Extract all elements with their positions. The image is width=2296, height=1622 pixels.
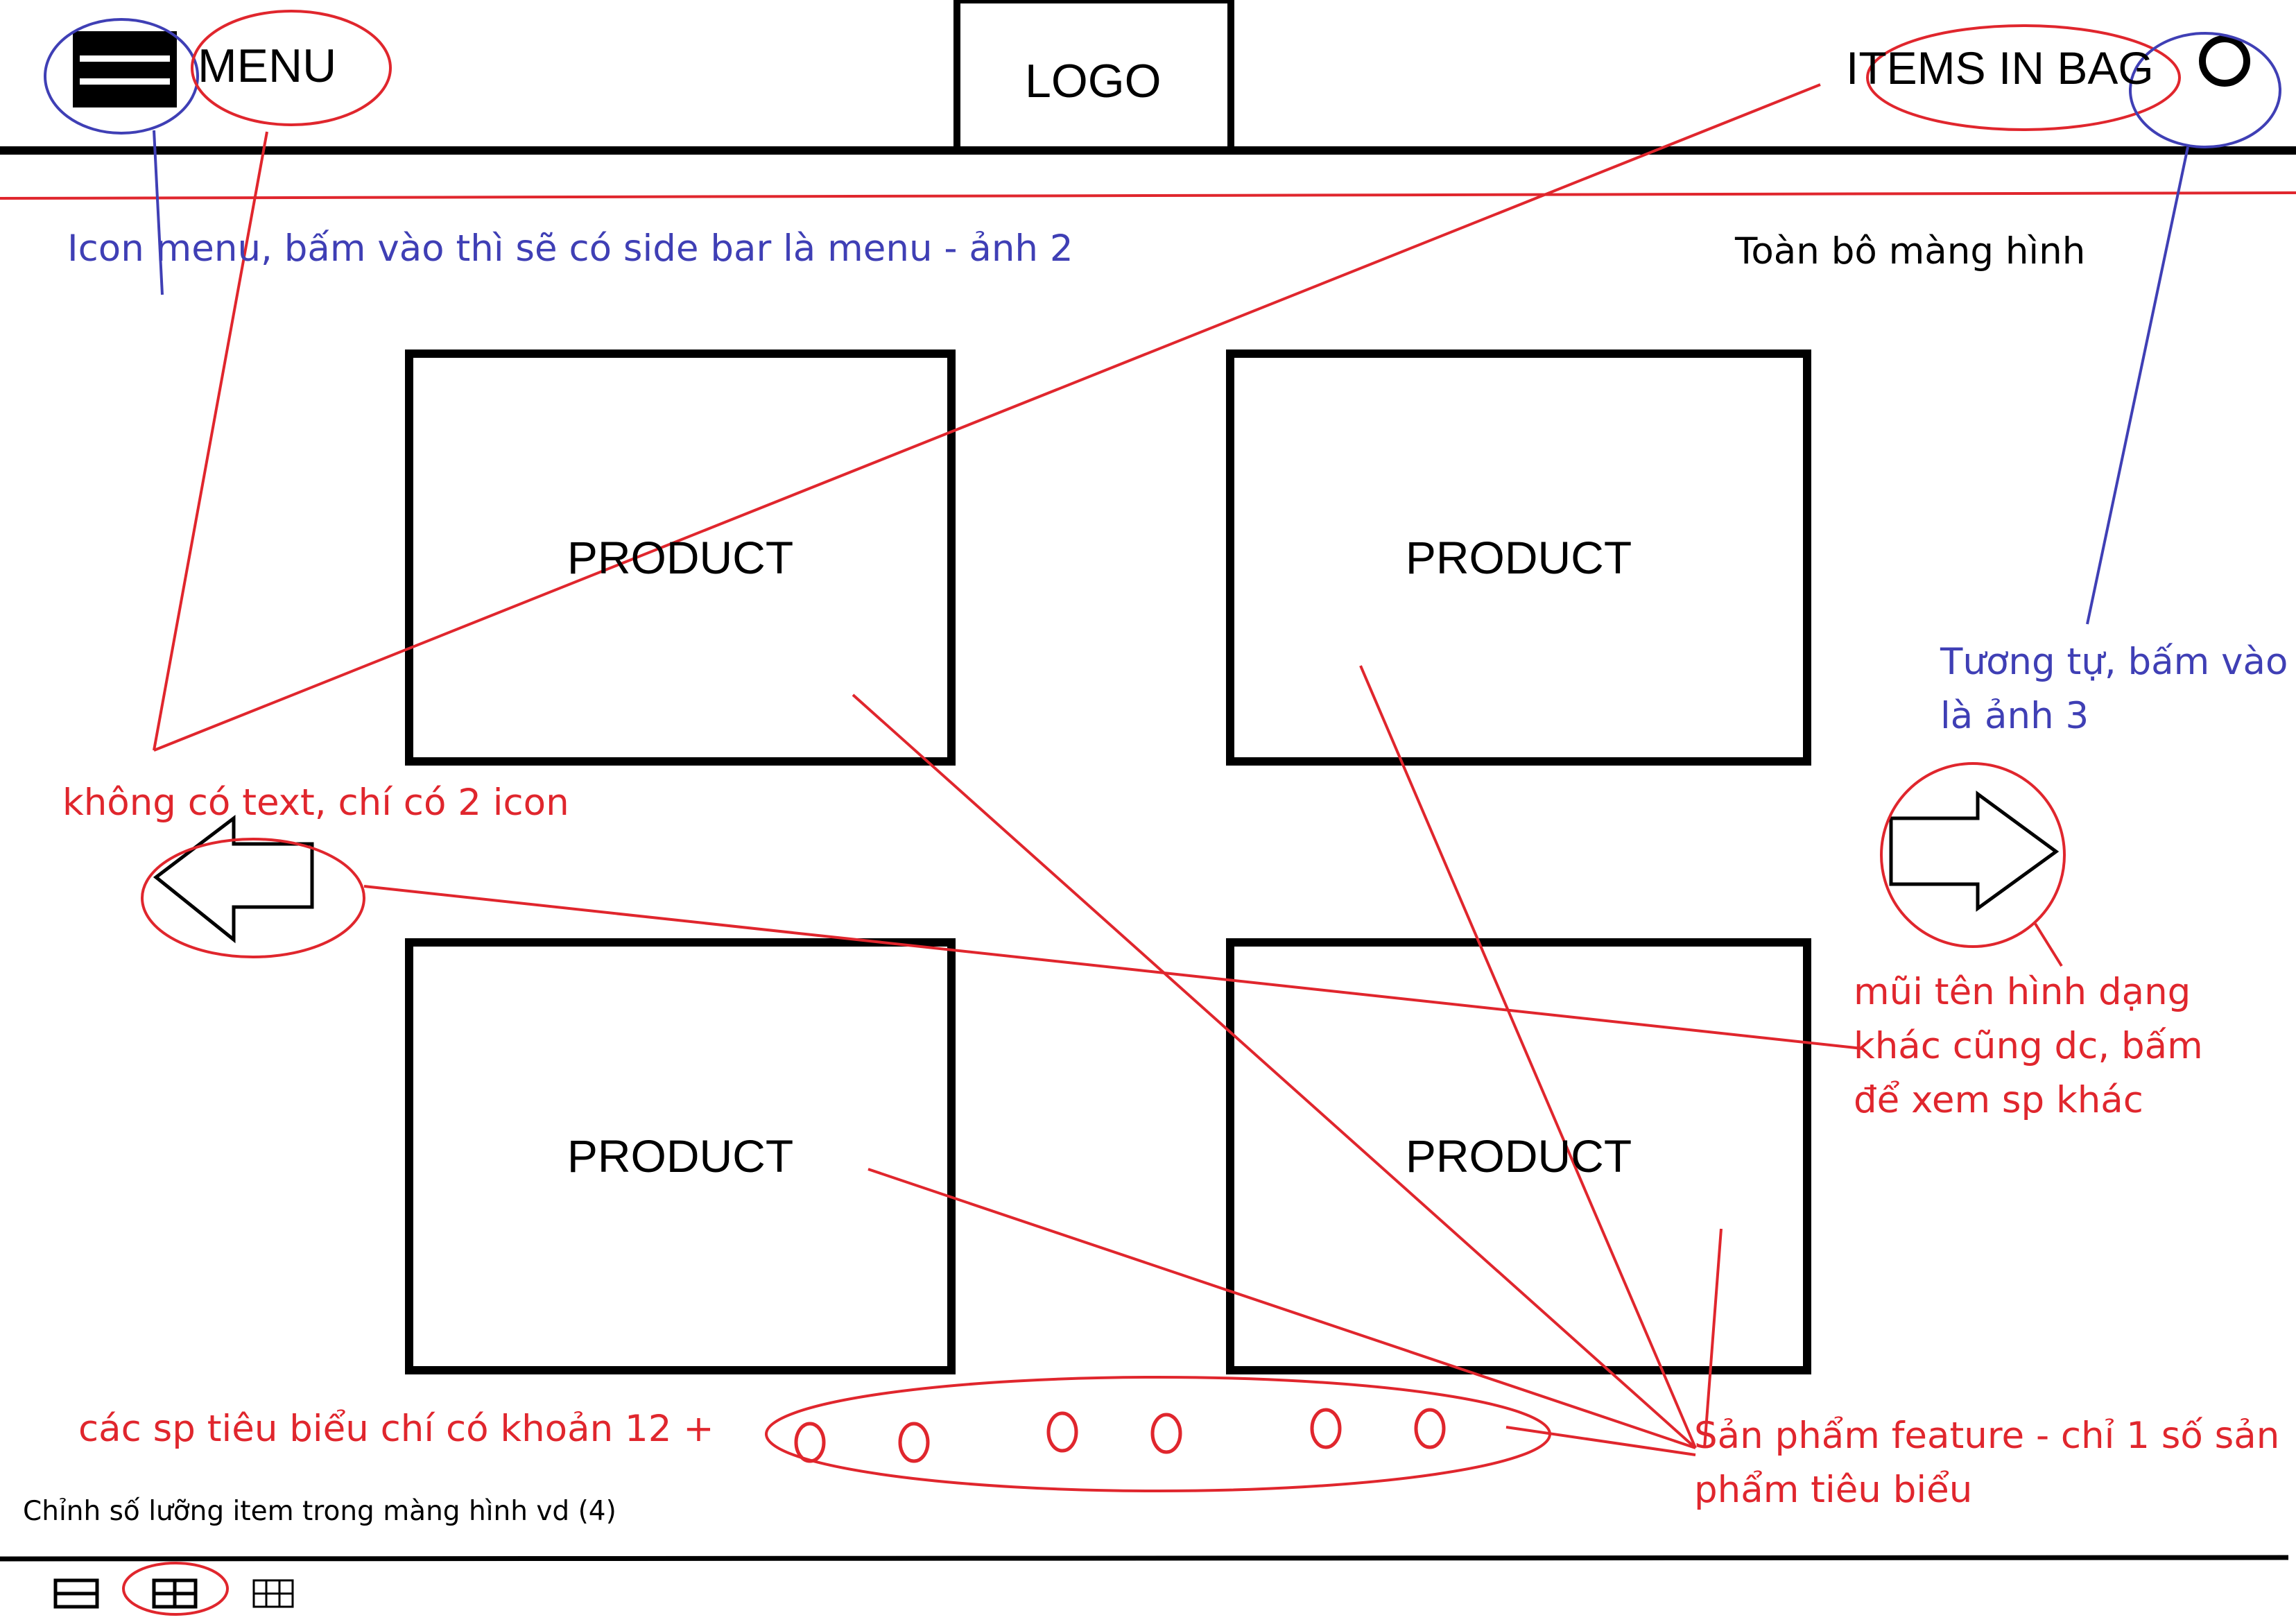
menu-icon-annotation: Icon menu, bấm vào thì sẽ có side bar là… xyxy=(67,227,1073,270)
feature-connector-2 xyxy=(1359,665,1697,1449)
arrow-left-highlight xyxy=(141,838,365,958)
bag-circle-icon[interactable] xyxy=(2199,35,2250,87)
product-card-2[interactable]: PRODUCT xyxy=(1230,354,1807,761)
feature-connector-4 xyxy=(1703,1228,1723,1449)
menu-label-highlight xyxy=(191,10,392,126)
menu-label[interactable]: MENU xyxy=(198,40,337,92)
bag-icon-annotation-line2: là ảnh 3 xyxy=(1940,695,2089,737)
bag-icon-highlight xyxy=(2129,32,2281,148)
arrow-right-connector xyxy=(2034,922,2063,967)
logo-box[interactable] xyxy=(953,0,1234,154)
full-screen-boundary-line xyxy=(0,191,2296,200)
pagination-dot-icon[interactable] xyxy=(1046,1411,1078,1453)
product-box-4[interactable] xyxy=(1226,938,1811,1374)
feature-connector-1 xyxy=(852,693,1697,1449)
feature-connector-5 xyxy=(1505,1426,1696,1456)
product-card-3[interactable]: PRODUCT xyxy=(409,942,951,1370)
product-card-4[interactable]: PRODUCT xyxy=(1230,942,1807,1370)
feature-annotation-line1: Sản phẩm feature - chỉ 1 số sản xyxy=(1694,1415,2280,1457)
menu-icon-connector xyxy=(153,130,164,295)
featured-count-annotation: các sp tiêu biểu chí có khoản 12 + xyxy=(78,1408,714,1450)
bag-icon-annotation-line1: Tương tự, bấm vào xyxy=(1940,641,2288,683)
pagination-dot-icon[interactable] xyxy=(794,1422,826,1463)
arrow-right-icon[interactable] xyxy=(1889,791,2060,912)
arrow-right-highlight xyxy=(1880,762,2066,948)
layout-two-column-highlight xyxy=(122,1562,229,1616)
pagination-dots[interactable] xyxy=(794,1408,1446,1463)
layout-three-column-icon[interactable] xyxy=(252,1579,294,1608)
menu-icon-highlight xyxy=(44,18,199,135)
feature-connector-3 xyxy=(868,1168,1696,1449)
grid-count-annotation: Chỉnh số lưỡng item trong màng hình vd (… xyxy=(23,1496,616,1527)
pagination-dot-icon[interactable] xyxy=(1310,1408,1342,1449)
pagination-dot-icon[interactable] xyxy=(898,1422,930,1463)
product-card-1[interactable]: PRODUCT xyxy=(409,354,951,761)
product-box-1[interactable] xyxy=(405,350,956,766)
no-text-annotation: không có text, chí có 2 icon xyxy=(62,782,569,824)
bag-label-connector xyxy=(153,83,1821,752)
product-box-2[interactable] xyxy=(1226,350,1811,766)
menu-label-connector xyxy=(153,131,268,751)
product-box-3[interactable] xyxy=(405,938,956,1374)
product-label: PRODUCT xyxy=(567,532,794,583)
bag-icon-connector xyxy=(2086,146,2189,625)
product-label: PRODUCT xyxy=(567,1130,794,1182)
arrow-annotation-line1: mũi tên hình dạng xyxy=(1854,971,2191,1013)
product-label: PRODUCT xyxy=(1405,1130,1632,1182)
logo-label: LOGO xyxy=(1025,55,1162,107)
layout-two-column-icon[interactable] xyxy=(152,1578,198,1609)
product-label: PRODUCT xyxy=(1405,532,1632,583)
hamburger-icon[interactable] xyxy=(73,31,177,107)
feature-annotation-line2: phẩm tiêu biểu xyxy=(1694,1469,1973,1511)
arrow-left-icon[interactable] xyxy=(153,814,314,944)
full-screen-annotation: Toàn bô màng hình xyxy=(1735,230,2086,273)
footer-divider xyxy=(0,1555,2289,1562)
pagination-highlight xyxy=(765,1376,1551,1492)
pagination-dot-icon[interactable] xyxy=(1414,1408,1446,1449)
bag-label-highlight xyxy=(1866,24,2181,131)
arrow-annotation-line2: khác cũng dc, bấm xyxy=(1854,1025,2203,1067)
arrow-annotation-line3: để xem sp khác xyxy=(1854,1079,2143,1121)
pagination-dot-icon[interactable] xyxy=(1150,1413,1182,1454)
arrow-left-connector xyxy=(363,885,1863,1050)
bag-label[interactable]: ITEMS IN BAG xyxy=(1846,42,2154,94)
layout-one-column-icon[interactable] xyxy=(53,1578,99,1609)
